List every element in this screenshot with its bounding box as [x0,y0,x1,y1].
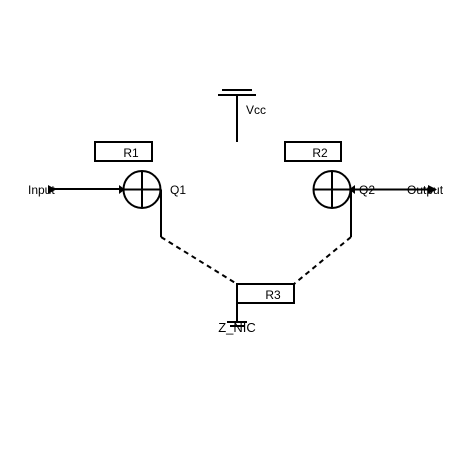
transistor-q1 [122,170,162,237]
resistor-r2: R2 [284,141,342,162]
vcc-supply [218,89,256,142]
output-label: Output [407,183,444,197]
r1-body [94,141,153,162]
input-port: Input [28,183,125,197]
input-arrowhead-right [119,185,125,194]
dashed-link-left [160,236,238,285]
output-arrowhead-right [428,185,437,194]
resistor-r1: R1 [94,141,153,162]
output-arrowhead-left [349,185,355,194]
transistor-q2 [312,170,352,237]
r1-label: R1 [123,146,139,160]
vcc-label: Vcc [246,103,266,117]
r2-label: R2 [312,146,328,160]
z-nic-label: Z_NIC [218,320,256,335]
dashed-connections [160,236,352,285]
output-port: Output [349,183,444,197]
q1-label: Q1 [170,183,186,197]
dashed-link-right [293,236,352,285]
ground-node [227,284,247,327]
r3-label: R3 [265,288,281,302]
input-arrowhead-left [48,185,56,194]
r2-body [284,141,342,162]
resistor-r3: R3 [236,283,295,304]
